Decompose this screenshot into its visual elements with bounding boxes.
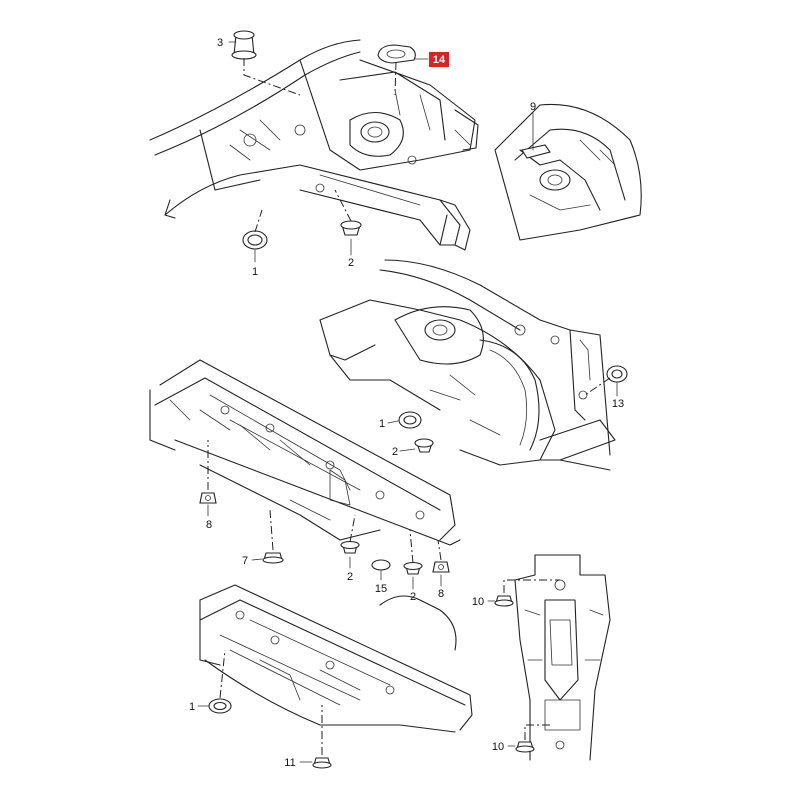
part-grommet-13[interactable] xyxy=(606,365,628,383)
part-plug-2[interactable] xyxy=(340,220,362,236)
callout-2-d: 2 xyxy=(410,591,416,603)
side-sill-drawing xyxy=(149,359,461,546)
part-plug-2-d[interactable] xyxy=(403,561,423,575)
part-nut-10[interactable] xyxy=(494,595,514,607)
callout-2-c: 2 xyxy=(347,571,353,583)
part-plug-2-b[interactable] xyxy=(414,438,434,453)
part-nut-11[interactable] xyxy=(312,757,332,769)
part-nut-8[interactable] xyxy=(199,492,217,504)
callout-13: 13 xyxy=(612,398,624,410)
callout-14: 14 xyxy=(433,54,446,66)
callout-2: 2 xyxy=(348,257,354,269)
tunnel-drawing xyxy=(514,554,611,761)
callout-2-b: 2 xyxy=(392,446,398,458)
part-nut-10-b[interactable] xyxy=(515,741,535,753)
front-structure-drawing xyxy=(149,39,479,251)
part-disc-15[interactable] xyxy=(371,559,391,571)
callout-15: 15 xyxy=(375,583,387,595)
callout-1-b: 1 xyxy=(379,418,385,430)
callout-1-c: 1 xyxy=(189,701,195,713)
leader-lines xyxy=(197,41,618,763)
callout-3: 3 xyxy=(217,37,223,49)
part-nut-8-b[interactable] xyxy=(432,561,450,573)
callout-1: 1 xyxy=(252,266,258,278)
callout-10: 10 xyxy=(472,596,484,608)
rear-quarter-drawing xyxy=(319,259,616,471)
part-grommet-1-c[interactable] xyxy=(208,698,232,714)
part-cover-14[interactable] xyxy=(377,44,416,64)
part-grommet-1-b[interactable] xyxy=(398,411,422,429)
wheelhouse-detail-drawing xyxy=(494,103,642,241)
callout-7: 7 xyxy=(242,555,248,567)
part-cap-3[interactable] xyxy=(231,30,257,60)
callout-8: 8 xyxy=(206,519,212,531)
part-grommet-1[interactable] xyxy=(242,230,268,250)
callout-8-b: 8 xyxy=(438,588,444,600)
callout-10-b: 10 xyxy=(492,741,504,753)
callout-labels: 3 14 9 1 2 13 1 2 8 7 2 15 2 8 10 1 11 1… xyxy=(189,37,624,769)
lower-floor-drawing xyxy=(199,584,473,733)
callout-9: 9 xyxy=(530,101,536,113)
part-nut-7[interactable] xyxy=(262,552,284,564)
callout-11: 11 xyxy=(284,757,295,769)
callout-14-highlight xyxy=(429,52,449,67)
part-plug-2-c[interactable] xyxy=(340,540,360,554)
